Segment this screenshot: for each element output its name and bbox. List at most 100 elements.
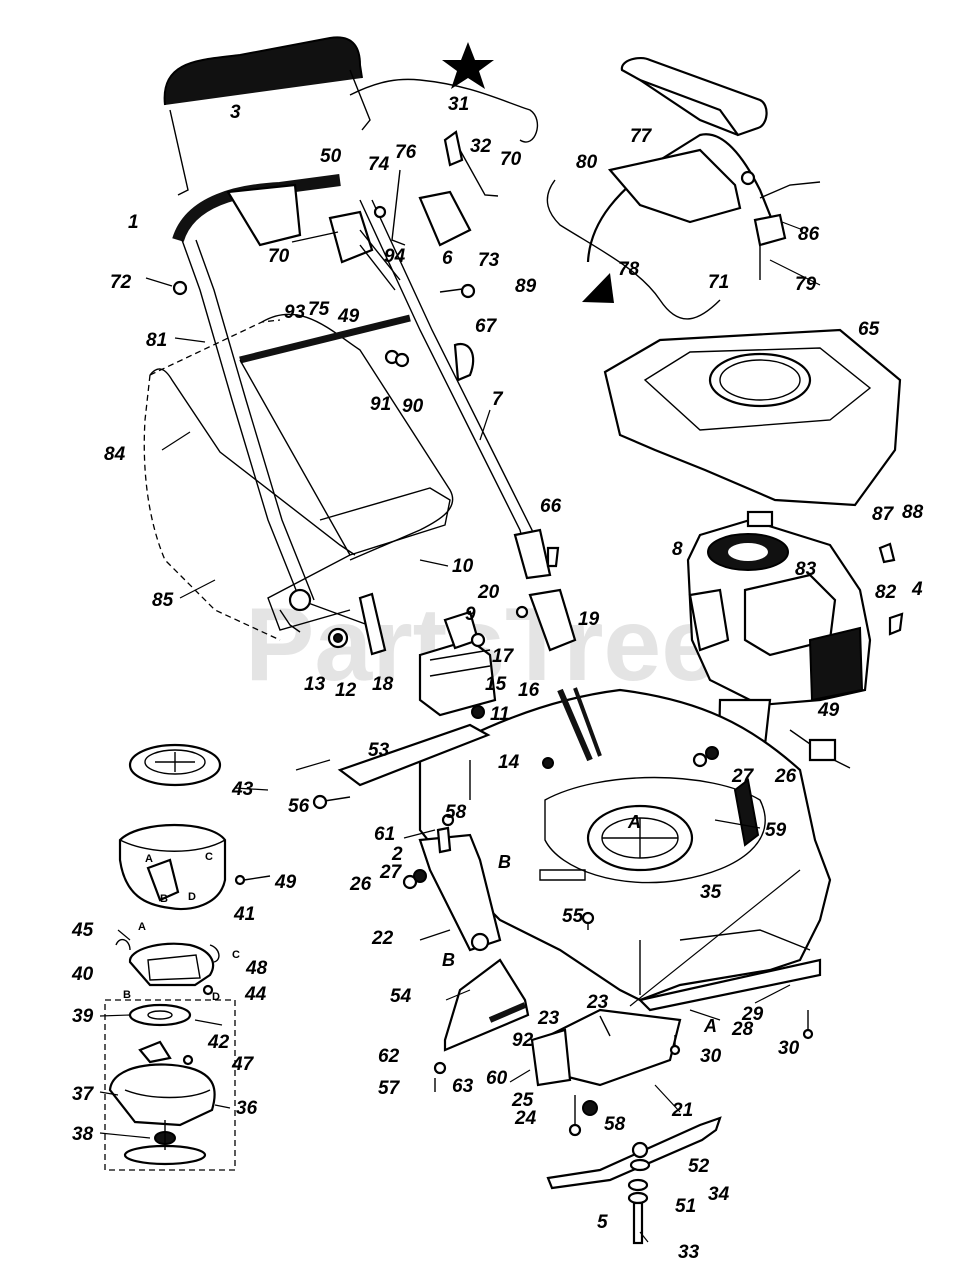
leader-lines [99, 221, 821, 1243]
drive-assembly[interactable] [104, 743, 271, 1171]
callout-52: 52 [688, 1156, 710, 1177]
callout-55: 55 [562, 906, 584, 927]
callout-2: 2 [391, 844, 403, 865]
callout-50: 50 [320, 146, 342, 167]
callout-42: 42 [207, 1032, 230, 1053]
callout-34: 34 [708, 1184, 730, 1205]
triangle-icon [582, 273, 614, 303]
control-cluster[interactable] [291, 130, 499, 291]
blade-assembly[interactable] [546, 1116, 722, 1245]
callout-10: 10 [452, 556, 474, 577]
callout-49: 49 [337, 306, 360, 327]
callout-23: 23 [537, 1008, 560, 1029]
letter-a: A [627, 812, 641, 832]
callout-18: 18 [372, 674, 394, 695]
callout-63: 63 [452, 1076, 474, 1097]
callout-12: 12 [335, 680, 357, 701]
callout-19: 19 [578, 609, 600, 630]
callout-47: 47 [231, 1054, 255, 1075]
callout-49: 49 [274, 872, 297, 893]
letter-b: B [442, 950, 455, 970]
callout-23: 23 [586, 992, 609, 1013]
callout-27: 27 [379, 862, 403, 883]
callout-29: 29 [741, 1004, 764, 1025]
callout-4: 4 [911, 579, 923, 600]
callout-27: 27 [731, 766, 755, 787]
handle-hardware [172, 280, 560, 568]
letter-a: A [703, 1016, 717, 1036]
lower-handle[interactable] [172, 174, 552, 656]
callout-24: 24 [514, 1108, 537, 1129]
letter-b: B [160, 893, 168, 905]
callout-30: 30 [778, 1038, 800, 1059]
callout-88: 88 [902, 502, 924, 523]
letter-c: C [232, 949, 240, 961]
callout-74: 74 [368, 154, 390, 175]
grass-bag[interactable] [143, 313, 454, 641]
callout-83: 83 [795, 559, 817, 580]
callout-57: 57 [378, 1078, 401, 1099]
callout-85: 85 [152, 590, 174, 611]
upper-handle[interactable] [163, 36, 539, 196]
callout-54: 54 [390, 986, 412, 1007]
star-icon [442, 42, 494, 89]
callout-51: 51 [675, 1196, 696, 1217]
callout-58: 58 [604, 1114, 626, 1135]
callout-56: 56 [288, 796, 310, 817]
callout-93: 93 [284, 302, 306, 323]
callout-70: 70 [500, 149, 522, 170]
callout-25: 25 [511, 1090, 534, 1111]
callout-61: 61 [374, 824, 395, 845]
callout-41: 41 [233, 904, 255, 925]
letter-d: D [212, 991, 220, 1003]
callout-60: 60 [486, 1068, 508, 1089]
callout-49: 49 [817, 700, 840, 721]
engine-cover-frame[interactable] [546, 56, 821, 320]
callout-39: 39 [72, 1006, 94, 1027]
rear-flap[interactable] [433, 958, 530, 1092]
callout-9: 9 [465, 604, 476, 625]
callout-66: 66 [540, 496, 562, 517]
callout-7: 7 [492, 389, 504, 410]
callout-26: 26 [774, 766, 797, 787]
letter-b: B [498, 852, 511, 872]
callouts: 3 31 32 50 74 76 70 1 72 70 75 94 6 73 4… [71, 94, 924, 1263]
callout-20: 20 [477, 582, 500, 603]
callout-26: 26 [349, 874, 372, 895]
callout-65: 65 [858, 319, 880, 340]
rear-axle-bracket[interactable] [312, 723, 502, 952]
callout-35: 35 [700, 882, 722, 903]
callout-3: 3 [230, 102, 241, 123]
callout-31: 31 [448, 94, 469, 115]
callout-82: 82 [875, 582, 897, 603]
callout-77: 77 [630, 126, 653, 147]
callout-36: 36 [236, 1098, 258, 1119]
callout-76: 76 [395, 142, 417, 163]
callout-75: 75 [308, 299, 330, 320]
callout-53: 53 [368, 740, 390, 761]
callout-48: 48 [245, 958, 268, 979]
callout-59: 59 [765, 820, 787, 841]
deck-hardware [402, 729, 851, 930]
callout-94: 94 [384, 246, 406, 267]
callout-43: 43 [231, 779, 254, 800]
engine-shroud[interactable] [603, 328, 902, 507]
callout-11: 11 [490, 704, 510, 725]
height-adjusters[interactable] [327, 588, 577, 769]
callout-92: 92 [512, 1030, 534, 1051]
callout-15: 15 [485, 674, 507, 695]
callout-81: 81 [146, 330, 167, 351]
callout-73: 73 [478, 250, 500, 271]
mower-deck[interactable] [418, 687, 832, 1002]
callout-89: 89 [515, 276, 537, 297]
callout-8: 8 [672, 539, 683, 560]
callout-79: 79 [795, 274, 817, 295]
letter-d: D [188, 891, 196, 903]
callout-14: 14 [498, 752, 520, 773]
callout-91: 91 [370, 394, 391, 415]
baffle[interactable] [530, 958, 822, 1137]
callout-87: 87 [872, 504, 895, 525]
callout-32: 32 [470, 136, 492, 157]
callout-33: 33 [678, 1242, 700, 1263]
